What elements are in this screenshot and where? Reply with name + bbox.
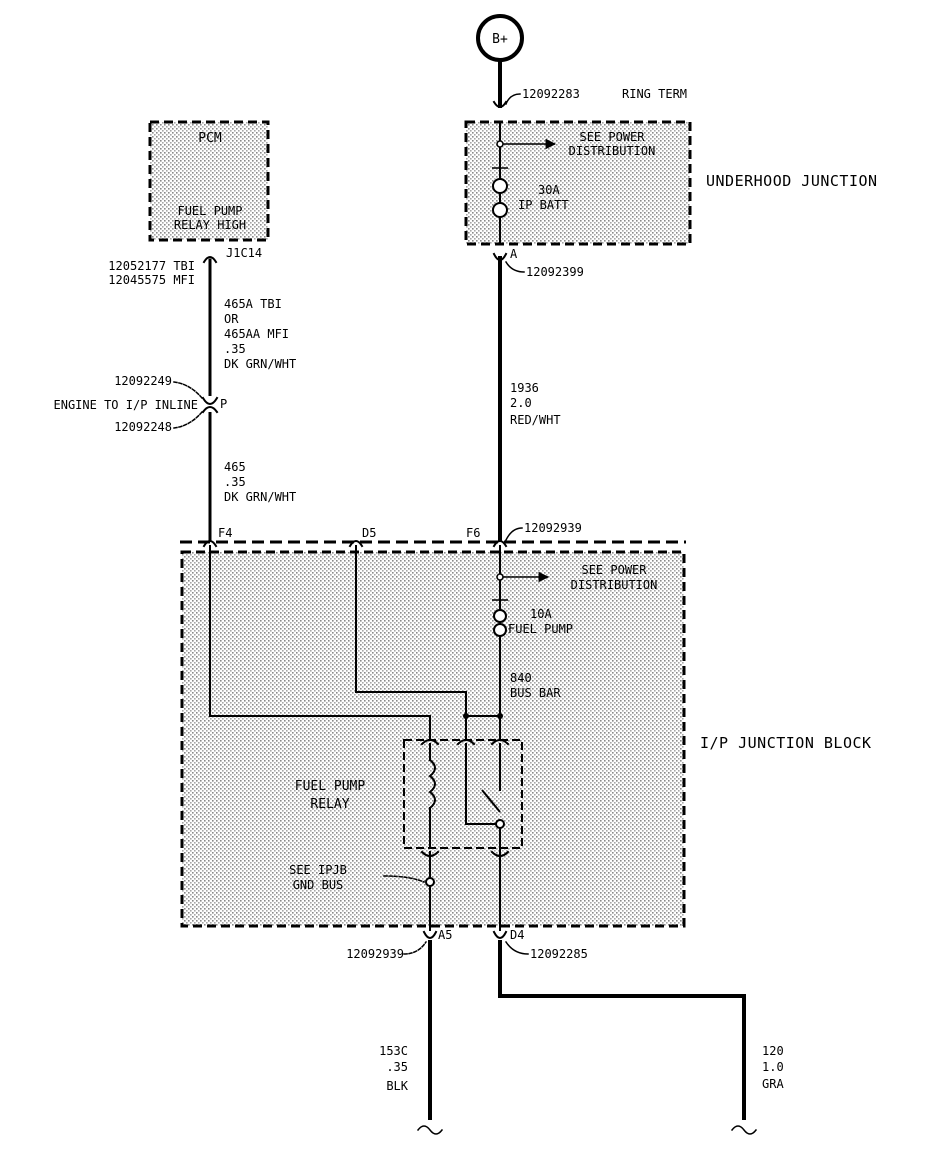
ipjb-pin-d5: D5 [362,526,376,540]
battery-label: B+ [492,32,508,47]
underhood-see-2: DISTRIBUTION [569,144,656,158]
ipjb-see-1: SEE POWER [581,563,647,577]
relay-coil-icon [428,758,436,810]
wire-120-break-icon [730,1125,758,1135]
relay-label-2: RELAY [310,797,349,812]
wire-465-circuit: 465 [224,460,246,474]
wire-153c-break-icon [416,1125,444,1135]
wire-pcm-line4: .35 [224,342,246,356]
ipjb-see-2: DISTRIBUTION [571,578,658,592]
ring-term-label: RING TERM [622,87,687,101]
ipjb-pin-f4: F4 [218,526,232,540]
pcm-conn-mfi: 12045575 MFI [108,273,195,287]
wire-465-color: DK GRN/WHT [224,490,296,504]
ipjb-bus-id: 840 [510,671,532,685]
ring-term-connector [492,100,508,108]
wire-120-gauge: 1.0 [762,1060,784,1074]
pcm-conn-tbi: 12052177 TBI [108,259,195,273]
pcm-subtitle-1: FUEL PUMP [177,204,242,218]
ipjb-fuse-name: FUEL PUMP [508,622,573,636]
gnd-bus-line1: SEE IPJB [289,863,347,877]
fuel-pump-relay [403,739,523,849]
gnd-bus-node [425,877,435,887]
ipjb-name: I/P JUNCTION BLOCK [700,734,872,752]
ipjb-pin-f6: F6 [466,526,480,540]
ipjb-pin-a5: A5 [438,928,452,942]
wire-465-gauge: .35 [224,475,246,489]
wire-pcm-line3: 465AA MFI [224,327,289,341]
wire-pcm-line2: OR [224,312,239,326]
ipjb-pin-d4: D4 [510,928,524,942]
wire-1936-gauge: 2.0 [510,396,532,410]
wire-120 [498,940,746,1120]
wire-153c-color: BLK [386,1079,408,1093]
pcm-title: PCM [198,131,222,146]
inline-part-bottom: 12092248 [114,420,172,434]
underhood-fuse-name: IP BATT [518,198,569,212]
wire-120-circuit: 120 [762,1044,784,1058]
wire-1936-circuit: 1936 [510,381,539,395]
pcm-pin: J1C14 [226,246,262,260]
pcm-subtitle-2: RELAY HIGH [174,218,246,232]
ipjb-connector-bl: 12092939 [346,947,404,961]
ipjb-fuse-icon [493,609,507,623]
ipjb-connector-br: 12092285 [530,947,588,961]
underhood-pin: A [510,247,518,261]
wire-pcm-line5: DK GRN/WHT [224,357,296,371]
inline-name: ENGINE TO I/P INLINE [54,398,199,412]
pcm-connector [202,256,218,264]
gnd-bus-line2: GND BUS [293,878,344,892]
inline-part-top: 12092249 [114,374,172,388]
pcm-box [148,120,270,242]
wire-120-color: GRA [762,1077,784,1091]
relay-switch-icon [481,789,501,813]
wire-153c-gauge: .35 [386,1060,408,1074]
ipjb-fuse-amp: 10A [530,607,552,621]
battery-symbol: B+ [476,14,524,62]
inline-connector-bottom [201,406,219,414]
ipjb-wire-f4 [209,545,431,741]
relay-label-1: FUEL PUMP [295,779,366,794]
ipjb-bus-name: BUS BAR [510,686,561,700]
wire-153c-circuit: 153C [379,1044,408,1058]
underhood-fuse-amp: 30A [538,183,560,197]
underhood-name: UNDERHOOD JUNCTION [706,172,878,190]
wire-pcm-line1: 465A TBI [224,297,282,311]
underhood-fuse-icon [492,178,508,194]
wire-1936-color: RED/WHT [510,413,561,427]
underhood-see-1: SEE POWER [579,130,645,144]
underhood-connector-part: 12092399 [526,265,584,279]
inline-connector-top [201,396,219,405]
inline-pin: P [220,397,227,411]
ipjb-connector-top: 12092939 [524,521,582,535]
ring-term-part: 12092283 [522,87,580,101]
